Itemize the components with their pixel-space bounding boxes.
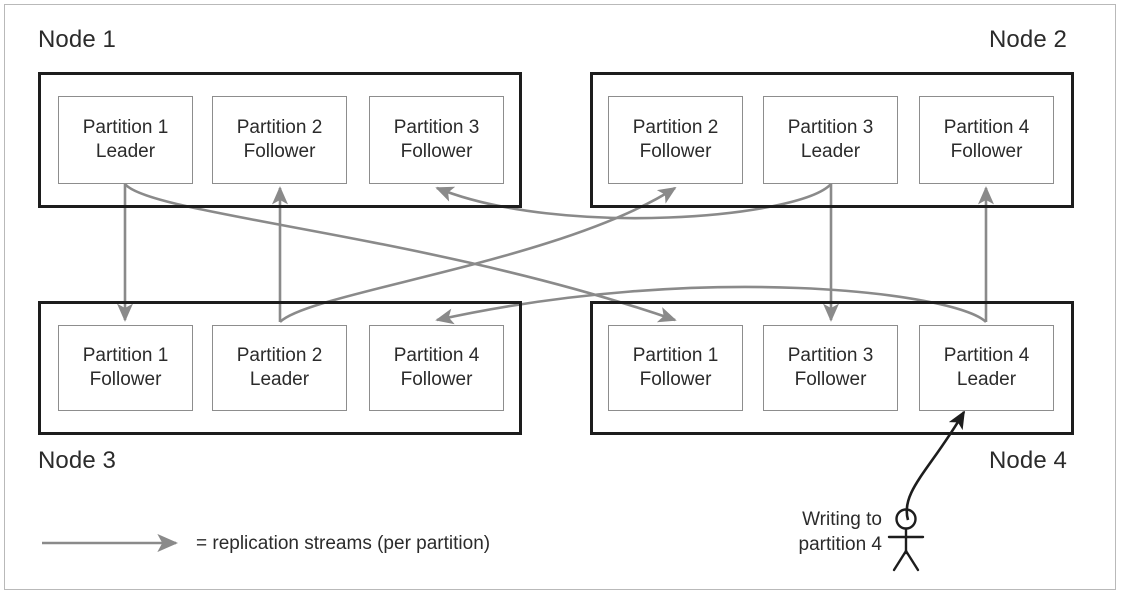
partition-role: Follower xyxy=(400,141,473,162)
partition-node2-2[interactable]: Partition 4 Follower xyxy=(919,96,1054,184)
writer-label-line2: partition 4 xyxy=(798,533,882,555)
partition-name: Partition 3 xyxy=(393,116,480,138)
partition-node3-1[interactable]: Partition 2 Leader xyxy=(212,325,347,411)
partition-name: Partition 1 xyxy=(82,116,169,138)
partition-node4-1[interactable]: Partition 3 Follower xyxy=(763,325,898,411)
partition-node1-0[interactable]: Partition 1 Leader xyxy=(58,96,193,184)
diagram-frame xyxy=(4,4,1116,590)
partition-role: Follower xyxy=(243,141,316,162)
partition-node3-0[interactable]: Partition 1 Follower xyxy=(58,325,193,411)
partition-role: Leader xyxy=(249,369,310,390)
partition-name: Partition 2 xyxy=(632,116,719,138)
writer-label: Writing to partition 4 xyxy=(782,508,882,557)
partition-name: Partition 4 xyxy=(393,344,480,366)
partition-name: Partition 4 xyxy=(943,344,1030,366)
node-label-node3: Node 3 xyxy=(38,447,116,474)
partition-role: Follower xyxy=(794,369,867,390)
node-box-node2 xyxy=(590,72,1074,208)
partition-name: Partition 2 xyxy=(236,344,323,366)
partition-name: Partition 3 xyxy=(787,116,874,138)
partition-name: Partition 3 xyxy=(787,344,874,366)
partition-role: Leader xyxy=(956,369,1017,390)
partition-name: Partition 1 xyxy=(82,344,169,366)
writer-label-line1: Writing to xyxy=(802,509,882,530)
node-label-node2: Node 2 xyxy=(989,26,1067,53)
partition-role: Follower xyxy=(639,369,712,390)
partition-node1-2[interactable]: Partition 3 Follower xyxy=(369,96,504,184)
node-box-node3 xyxy=(38,301,522,435)
partition-role: Follower xyxy=(639,141,712,162)
partition-node3-2[interactable]: Partition 4 Follower xyxy=(369,325,504,411)
partition-role: Follower xyxy=(400,369,473,390)
partition-role: Follower xyxy=(89,369,162,390)
partition-name: Partition 2 xyxy=(236,116,323,138)
partition-node4-0[interactable]: Partition 1 Follower xyxy=(608,325,743,411)
partition-role: Leader xyxy=(95,141,156,162)
node-label-node4: Node 4 xyxy=(989,447,1067,474)
partition-node4-2[interactable]: Partition 4 Leader xyxy=(919,325,1054,411)
node-box-node4 xyxy=(590,301,1074,435)
node-label-node1: Node 1 xyxy=(38,26,116,53)
partition-role: Leader xyxy=(800,141,861,162)
node-box-node1 xyxy=(38,72,522,208)
partition-name: Partition 1 xyxy=(632,344,719,366)
partition-node2-1[interactable]: Partition 3 Leader xyxy=(763,96,898,184)
partition-node1-1[interactable]: Partition 2 Follower xyxy=(212,96,347,184)
partition-role: Follower xyxy=(950,141,1023,162)
partition-name: Partition 4 xyxy=(943,116,1030,138)
legend-label: = replication streams (per partition) xyxy=(196,533,491,554)
partition-node2-0[interactable]: Partition 2 Follower xyxy=(608,96,743,184)
